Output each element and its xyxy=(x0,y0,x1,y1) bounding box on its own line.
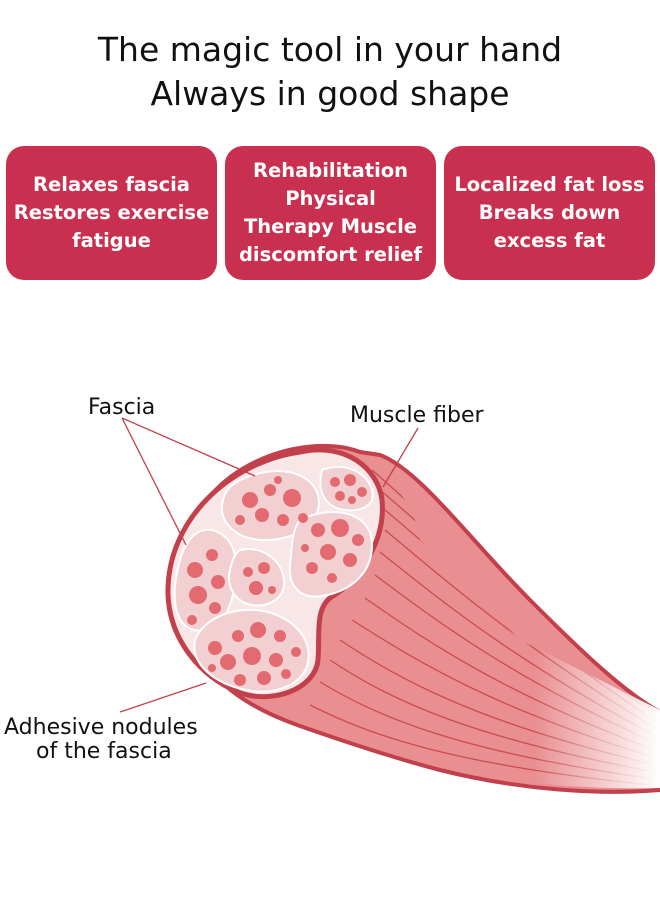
card-text-line: Physical xyxy=(285,187,376,210)
label-muscle-fiber: Muscle fiber xyxy=(350,403,484,428)
label-adhesive-nodules-line-2: of the fascia xyxy=(36,739,172,764)
card-text-line: fatigue xyxy=(72,229,151,252)
card-text-line: Therapy Muscle xyxy=(243,215,417,238)
card-text-line: discomfort relief xyxy=(238,243,423,266)
label-fascia: Fascia xyxy=(88,395,155,420)
muscle-cross-section xyxy=(165,447,385,700)
muscle-fiber-leader-line xyxy=(382,427,419,488)
adhesive-leader-line xyxy=(119,682,207,713)
card-text-line: Breaks down xyxy=(478,201,621,224)
benefit-cards: Relaxes fascia Restores exercise fatigue… xyxy=(0,0,660,300)
benefit-card-rehabilitation: Rehabilitation Physical Therapy Muscle d… xyxy=(225,146,436,280)
muscle-fiber-dots xyxy=(187,474,367,686)
card-text-line: Localized fat loss xyxy=(454,173,645,196)
benefit-card-fat-loss: Localized fat loss Breaks down excess fa… xyxy=(444,146,655,280)
fascia-leader-line-1 xyxy=(121,417,256,477)
headline: The magic tool in your hand Always in go… xyxy=(0,28,660,116)
headline-line-1: The magic tool in your hand xyxy=(97,30,563,69)
fascia-leader-line-2 xyxy=(121,417,187,546)
card-text-line: Relaxes fascia xyxy=(33,173,190,196)
leader-lines xyxy=(119,417,419,713)
card-text-line: excess fat xyxy=(493,229,606,252)
card-text-line: Rehabilitation xyxy=(252,159,409,182)
label-adhesive-nodules-line-1: Adhesive nodules xyxy=(4,715,198,740)
benefit-card-fascia: Relaxes fascia Restores exercise fatigue xyxy=(6,146,217,280)
headline-line-2: Always in good shape xyxy=(150,74,510,113)
card-text-line: Restores exercise xyxy=(13,201,210,224)
